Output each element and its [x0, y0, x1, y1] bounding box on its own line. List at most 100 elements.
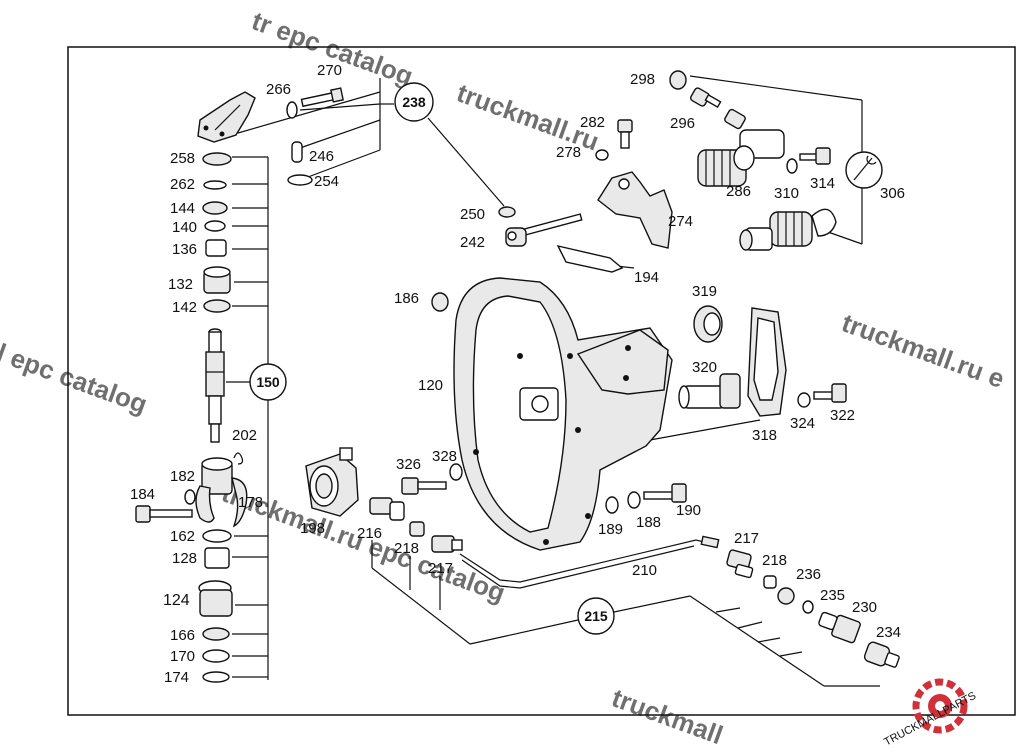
right-labels: 298 296 282 278 286 310 314 306 250 242 … [300, 71, 905, 641]
washer-324 [797, 392, 811, 408]
label-124: 124 [163, 592, 190, 609]
svg-text:238: 238 [402, 94, 426, 110]
washer-278 [595, 149, 609, 161]
shaft-150 [205, 328, 225, 443]
pin-246 [291, 141, 303, 163]
pushrod-242 [505, 213, 583, 247]
bolt-322 [813, 383, 847, 403]
ring-166 [202, 627, 230, 641]
label-218b: 218 [762, 552, 787, 569]
label-162: 162 [170, 528, 195, 545]
callout-150[interactable]: 150 [249, 363, 287, 401]
label-210: 210 [632, 562, 657, 579]
callout-238[interactable]: 238 [394, 82, 434, 122]
label-318: 318 [752, 427, 777, 444]
washer-235 [802, 600, 814, 614]
bush-132 [203, 266, 231, 294]
fitting-296 [689, 87, 722, 109]
bolt-270 [300, 87, 344, 108]
label-136: 136 [172, 241, 197, 258]
watermark-6: truckmall [608, 682, 727, 750]
bush-128 [204, 547, 230, 569]
label-140: 140 [172, 219, 197, 236]
label-282: 282 [580, 114, 605, 131]
label-188: 188 [636, 514, 661, 531]
label-314: 314 [810, 175, 835, 192]
bolt-184 [135, 505, 193, 523]
callout-215[interactable]: 215 [577, 597, 615, 635]
washer-310 [786, 158, 798, 174]
ring-142 [203, 299, 231, 313]
switch-230 [818, 611, 861, 644]
label-324: 324 [790, 415, 815, 432]
fork-178 [195, 457, 248, 528]
label-326: 326 [396, 456, 421, 473]
washer-266 [286, 101, 298, 119]
label-236: 236 [796, 566, 821, 583]
label-184: 184 [130, 486, 155, 503]
label-216: 216 [357, 525, 382, 542]
boot-kit [739, 208, 837, 251]
connector-217a [431, 535, 463, 553]
washer-189 [605, 496, 619, 514]
ring-144 [202, 201, 228, 215]
bush-124 [198, 580, 233, 617]
label-266: 266 [266, 81, 291, 98]
pipe-end [700, 535, 720, 549]
plug-186 [431, 292, 449, 312]
ring-262 [203, 180, 227, 190]
shift-lever-bracket [197, 91, 256, 143]
label-270: 270 [317, 62, 342, 79]
release-bearing-198 [305, 447, 359, 517]
label-262: 262 [170, 176, 195, 193]
label-230: 230 [852, 599, 877, 616]
label-278: 278 [556, 144, 581, 161]
fitting-small [724, 108, 746, 130]
ring-258 [202, 152, 232, 166]
washer-188 [627, 491, 641, 509]
label-132: 132 [168, 276, 193, 293]
label-190: 190 [676, 502, 701, 519]
bolt-314 [799, 147, 831, 165]
label-128: 128 [172, 550, 197, 567]
label-186: 186 [394, 290, 419, 307]
label-120: 120 [418, 377, 443, 394]
label-166: 166 [170, 627, 195, 644]
bearing-319 [693, 305, 723, 343]
spring-202 [233, 452, 244, 465]
label-174: 174 [164, 669, 189, 686]
diagram-frame [67, 46, 1016, 716]
fitting-216 [369, 497, 405, 521]
label-194: 194 [634, 269, 659, 286]
label-202: 202 [232, 427, 257, 444]
svg-text:150: 150 [256, 374, 280, 390]
svg-text:215: 215 [584, 608, 608, 624]
fitting-217b [726, 549, 754, 579]
ring-170 [202, 649, 230, 663]
label-218a: 218 [394, 540, 419, 557]
seal-218a [409, 521, 425, 537]
clip-254 [287, 174, 313, 186]
label-242: 242 [460, 234, 485, 251]
connector-234 [863, 641, 900, 668]
label-286: 286 [726, 183, 751, 200]
watermark-4: l epc catalog [0, 337, 151, 419]
washer-328 [449, 463, 463, 481]
repair-kit-306 [845, 151, 883, 189]
nut-250 [498, 206, 516, 218]
clip-174 [202, 671, 230, 683]
label-170: 170 [170, 648, 195, 665]
label-217a: 217 [428, 560, 453, 577]
label-306: 306 [880, 185, 905, 202]
watermark-3: truckmall.ru e [838, 307, 1008, 394]
label-319: 319 [692, 283, 717, 300]
group-215-lines [371, 540, 880, 687]
bolt-282 [617, 119, 633, 149]
label-235: 235 [820, 587, 845, 604]
label-144: 144 [170, 200, 195, 217]
gasket-194 [556, 244, 624, 273]
label-142: 142 [172, 299, 197, 316]
label-182: 182 [170, 468, 195, 485]
label-322: 322 [830, 407, 855, 424]
